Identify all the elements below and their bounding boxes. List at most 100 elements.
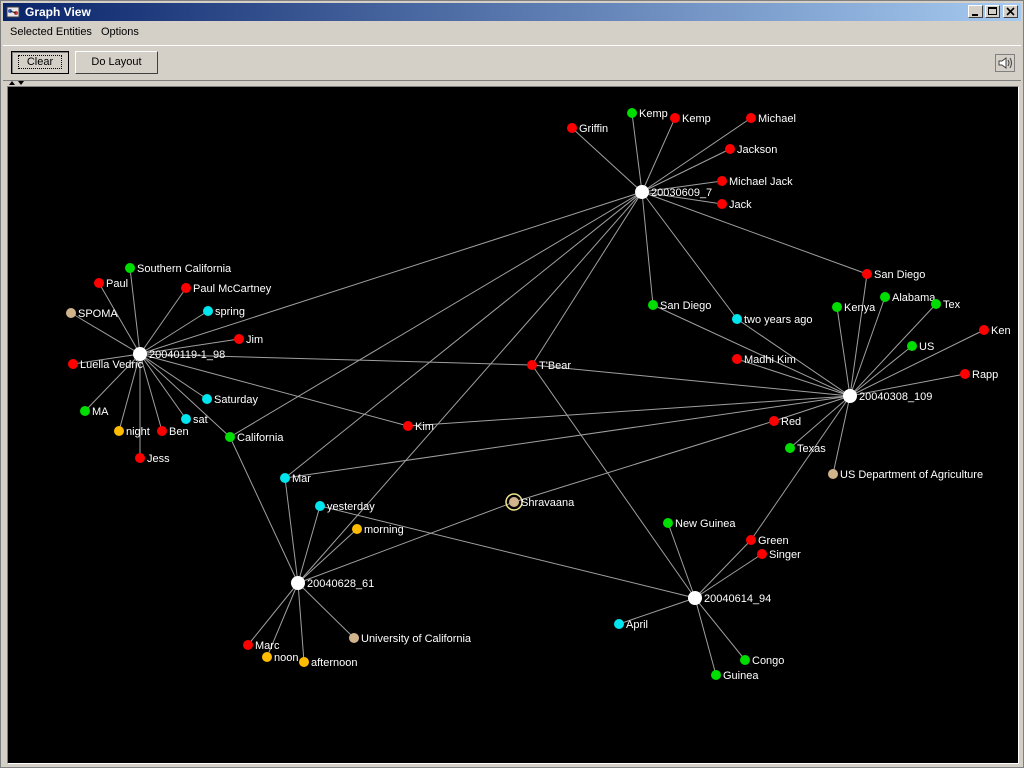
graph-node-sandiego1[interactable]: San Diego — [862, 269, 925, 281]
node-dot[interactable] — [243, 640, 253, 650]
node-dot[interactable] — [746, 113, 756, 123]
node-dot[interactable] — [567, 123, 577, 133]
graph-node-texas[interactable]: Texas — [785, 443, 826, 455]
node-dot[interactable] — [181, 414, 191, 424]
graph-node-jess[interactable]: Jess — [135, 453, 170, 465]
node-dot[interactable] — [181, 283, 191, 293]
node-dot[interactable] — [717, 199, 727, 209]
graph-node-d5[interactable]: 20040614_94 — [688, 591, 771, 605]
node-dot[interactable] — [527, 360, 537, 370]
node-dot[interactable] — [635, 185, 649, 199]
graph-node-spoma[interactable]: SPOMA — [66, 308, 118, 320]
graph-node-sat[interactable]: sat — [181, 414, 208, 426]
node-dot[interactable] — [717, 176, 727, 186]
node-dot[interactable] — [315, 501, 325, 511]
graph-node-tbear[interactable]: T'Bear — [527, 360, 571, 372]
clear-button[interactable]: Clear — [11, 51, 69, 74]
node-dot[interactable] — [663, 518, 673, 528]
graph-node-singer[interactable]: Singer — [757, 549, 801, 561]
node-dot[interactable] — [68, 359, 78, 369]
graph-node-kim[interactable]: Kim — [403, 421, 434, 433]
node-dot[interactable] — [349, 633, 359, 643]
node-dot[interactable] — [280, 473, 290, 483]
node-dot[interactable] — [843, 389, 857, 403]
graph-node-ma[interactable]: MA — [80, 406, 109, 418]
graph-node-night[interactable]: night — [114, 426, 150, 438]
node-dot[interactable] — [725, 144, 735, 154]
graph-node-ben[interactable]: Ben — [157, 426, 189, 438]
node-dot[interactable] — [225, 432, 235, 442]
node-dot[interactable] — [133, 347, 147, 361]
menu-options[interactable]: Options — [101, 26, 139, 38]
node-dot[interactable] — [234, 334, 244, 344]
graph-node-paulmc[interactable]: Paul McCartney — [181, 283, 272, 295]
graph-node-madhi[interactable]: Madhi Kim — [732, 354, 796, 366]
graph-node-newguinea[interactable]: New Guinea — [663, 518, 736, 530]
graph-node-noon[interactable]: noon — [262, 652, 298, 664]
node-dot[interactable] — [769, 416, 779, 426]
graph-node-tex[interactable]: Tex — [931, 299, 961, 311]
graph-node-michaeljack[interactable]: Michael Jack — [717, 176, 793, 188]
graph-node-usda[interactable]: US Department of Agriculture — [828, 469, 983, 481]
graph-node-mar[interactable]: Mar — [280, 473, 311, 485]
graph-node-shravaana[interactable]: Shravaana — [505, 493, 575, 511]
graph-node-green[interactable]: Green — [746, 535, 789, 547]
node-dot[interactable] — [262, 652, 272, 662]
graph-canvas[interactable]: 20030609_7 20040119-1_98 20040308_109 20040… — [7, 86, 1019, 764]
node-dot[interactable] — [746, 535, 756, 545]
node-dot[interactable] — [880, 292, 890, 302]
minimize-button[interactable] — [968, 5, 983, 18]
graph-node-luella[interactable]: Luella Vedric — [68, 359, 143, 371]
node-dot[interactable] — [979, 325, 989, 335]
graph-node-d1[interactable]: 20030609_7 — [635, 185, 712, 199]
node-dot[interactable] — [66, 308, 76, 318]
node-dot[interactable] — [960, 369, 970, 379]
graph-node-d3[interactable]: 20040308_109 — [843, 389, 932, 403]
node-dot[interactable] — [627, 108, 637, 118]
graph-node-guinea[interactable]: Guinea — [711, 670, 759, 682]
graph-node-congo[interactable]: Congo — [740, 655, 784, 667]
node-dot[interactable] — [931, 299, 941, 309]
graph-node-twoyears[interactable]: two years ago — [732, 314, 812, 326]
graph-node-california[interactable]: California — [225, 432, 284, 444]
graph-node-d4[interactable]: 20040628_61 — [291, 576, 374, 590]
node-dot[interactable] — [299, 657, 309, 667]
do-layout-button[interactable]: Do Layout — [75, 51, 158, 74]
graph-node-jackson[interactable]: Jackson — [725, 144, 777, 156]
graph-node-april[interactable]: April — [614, 619, 648, 631]
graph-node-griffin[interactable]: Griffin — [567, 123, 608, 135]
node-dot[interactable] — [614, 619, 624, 629]
graph-node-socal[interactable]: Southern California — [125, 263, 232, 275]
graph-node-sandiego2[interactable]: San Diego — [648, 300, 711, 312]
graph-node-us[interactable]: US — [907, 341, 934, 353]
node-dot[interactable] — [509, 497, 519, 507]
graph-node-yesterday[interactable]: yesterday — [315, 501, 375, 513]
node-dot[interactable] — [862, 269, 872, 279]
node-dot[interactable] — [832, 302, 842, 312]
graph-node-afternoon[interactable]: afternoon — [299, 657, 357, 669]
node-dot[interactable] — [732, 354, 742, 364]
node-dot[interactable] — [135, 453, 145, 463]
speaker-icon[interactable] — [995, 54, 1015, 72]
node-dot[interactable] — [785, 443, 795, 453]
graph-node-paul[interactable]: Paul — [94, 278, 128, 290]
graph-node-marc[interactable]: Marc — [243, 640, 280, 652]
maximize-button[interactable] — [985, 5, 1000, 18]
splitter-arrows-icon[interactable] — [7, 80, 27, 86]
node-dot[interactable] — [403, 421, 413, 431]
node-dot[interactable] — [94, 278, 104, 288]
node-dot[interactable] — [291, 576, 305, 590]
graph-node-ken[interactable]: Ken — [979, 325, 1011, 337]
graph-node-spring[interactable]: spring — [203, 306, 245, 318]
graph-node-jack[interactable]: Jack — [717, 199, 752, 211]
graph-node-alabama[interactable]: Alabama — [880, 292, 936, 304]
graph-node-d2[interactable]: 20040119-1_98 — [133, 347, 225, 361]
node-dot[interactable] — [202, 394, 212, 404]
node-dot[interactable] — [352, 524, 362, 534]
graph-node-morning[interactable]: morning — [352, 524, 404, 536]
menu-selected-entities[interactable]: Selected Entities — [10, 26, 92, 38]
node-dot[interactable] — [828, 469, 838, 479]
close-button[interactable] — [1003, 5, 1018, 18]
node-dot[interactable] — [670, 113, 680, 123]
node-dot[interactable] — [688, 591, 702, 605]
